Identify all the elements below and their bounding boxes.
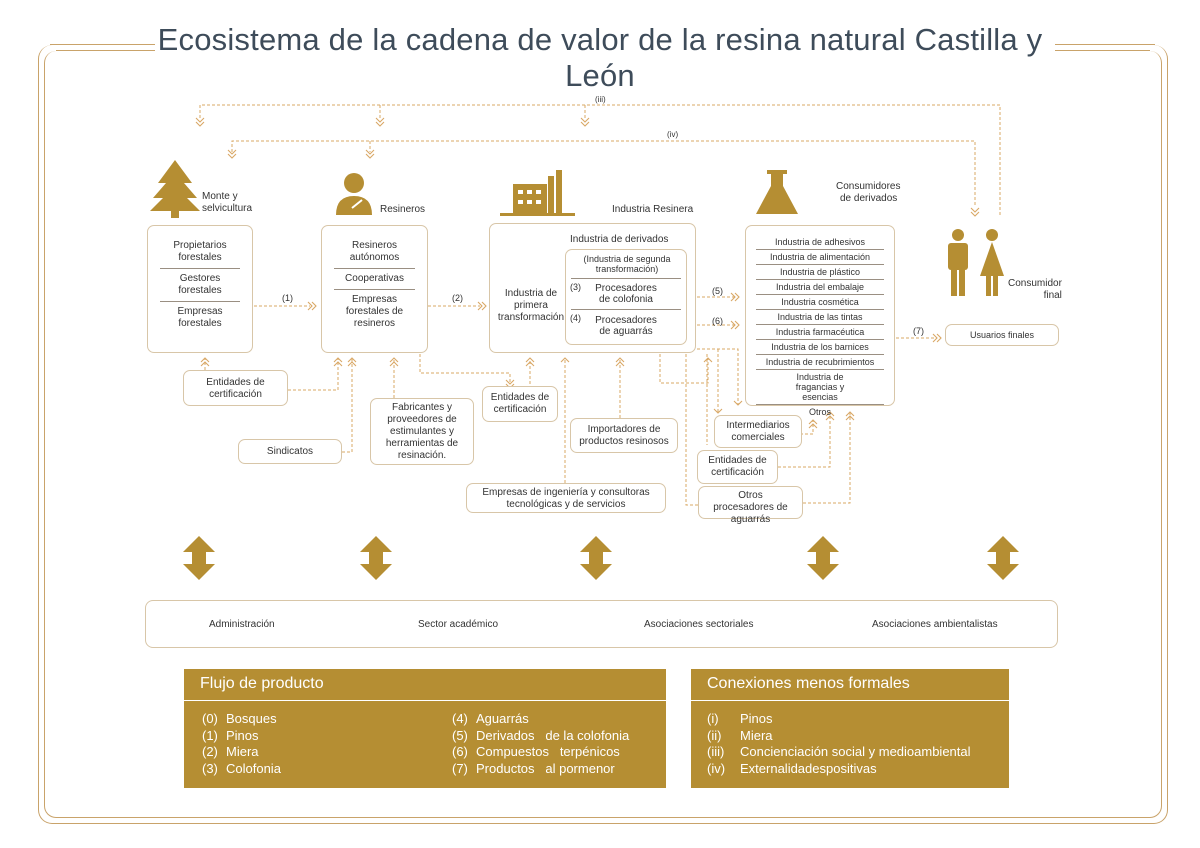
monte-title-line-2: selvicultura xyxy=(202,203,253,214)
stakeholder-asociaciones-ambientalistas: Asociaciones ambientalistas xyxy=(872,619,998,630)
flow-label-1: (1) xyxy=(282,293,293,303)
flask-icon xyxy=(756,170,798,214)
frame-outer xyxy=(38,45,1168,824)
industria-derivados-title: Industria de derivados xyxy=(570,234,669,245)
resineros-box: Resineros autónomos Cooperativas Empresa… xyxy=(321,225,428,353)
consumidores-title: Consumidores de derivados xyxy=(836,181,900,205)
flow-label-4: (4) xyxy=(570,313,581,323)
flow-label-7: (7) xyxy=(913,326,924,336)
otros-procesadores-box: Otros procesadores de aguarrás xyxy=(698,486,803,525)
industria-segunda-box: (Industria de segunda transformación) (3… xyxy=(565,249,687,345)
double-arrow-icon xyxy=(580,536,612,580)
monte-title: Monte y selvicultura xyxy=(202,191,252,215)
consumidor-final-title: Consumidor final xyxy=(1008,278,1062,302)
legend-row: (5)Derivados de la colofonia xyxy=(452,727,630,743)
stakeholders-bar: Administración Sector académico Asociaci… xyxy=(145,600,1058,648)
legend-row: (4)Aguarrás xyxy=(452,711,529,726)
legend-flujo-title: Flujo de producto xyxy=(184,669,666,701)
consumidor-item: Industria de los barnices xyxy=(756,340,884,355)
resineros-item: Resineros autónomos xyxy=(349,240,400,263)
consumidor-final-title-line-1: Consumidor xyxy=(1008,278,1062,289)
fabricantes-box: Fabricantes y proveedores de estimulante… xyxy=(370,398,474,465)
flow-label-iv: (iv) xyxy=(667,130,679,139)
cert3-box: Entidades de certificación xyxy=(697,450,778,484)
tree-icon xyxy=(150,160,200,218)
resineros-item: Empresas forestales de resineros xyxy=(345,294,404,329)
monte-title-line-1: Monte y xyxy=(202,191,238,202)
legend-conexiones: Conexiones menos formales (i)Pinos (ii)M… xyxy=(691,669,1009,788)
cert1-box: Entidades de certificación xyxy=(183,370,288,406)
frame-inner xyxy=(44,51,1162,818)
industria-segunda: (Industria de segunda transformación) xyxy=(583,254,671,274)
monte-item: Propietarios forestales xyxy=(173,240,227,263)
legend-row: (i)Pinos xyxy=(707,711,773,726)
consumidor-item: Industria de fragancias y esencias xyxy=(756,370,884,405)
industria-title: Industria Resinera xyxy=(612,204,694,215)
importadores-box: Importadores de productos resinosos xyxy=(570,418,678,453)
industria-primera: Industria de primera transformación xyxy=(497,288,565,323)
monte-box: Propietarios forestales Gestores foresta… xyxy=(147,225,253,353)
legend-row: (iii)Concienciación social y medioambien… xyxy=(707,744,971,759)
resineros-item: Cooperativas xyxy=(345,273,404,284)
legend-flujo: Flujo de producto (0)Bosques (1)Pinos (2… xyxy=(184,669,666,788)
stakeholder-sector-academico: Sector académico xyxy=(418,619,499,630)
legend-row: (iv)Externalidadespositivas xyxy=(707,760,877,776)
legend-row: (2)Miera xyxy=(202,744,259,759)
flow-label-3: (3) xyxy=(570,282,581,292)
cert2-box: Entidades de certificación xyxy=(482,386,558,422)
double-arrow-icon xyxy=(987,536,1019,580)
person-icon xyxy=(336,173,372,215)
consumidor-item: Industria de adhesivos xyxy=(756,235,884,250)
consumidor-item: Industria cosmética xyxy=(756,295,884,310)
legend-row: (3)Colofonia xyxy=(202,760,281,776)
legend-row: (6)Compuestos terpénicos xyxy=(452,744,620,759)
legend-row: (0)Bosques xyxy=(202,711,277,726)
industria-aguarras: Procesadores de aguarrás xyxy=(595,315,657,337)
factory-icon xyxy=(500,170,575,216)
frame-top-left-a xyxy=(50,44,155,45)
flow-label-iii: (iii) xyxy=(595,95,606,104)
double-arrow-icon xyxy=(807,536,839,580)
consumidor-final-title-line-2: final xyxy=(1043,290,1062,301)
consumidor-item: Otros xyxy=(808,407,831,417)
legend-row: (1)Pinos xyxy=(202,727,259,743)
monte-item: Empresas forestales xyxy=(177,306,223,329)
usuarios-finales-box: Usuarios finales xyxy=(945,324,1059,346)
consumidor-item: Industria farmacéutica xyxy=(756,325,884,340)
people-icon xyxy=(948,229,1004,296)
flow-label-6: (6) xyxy=(712,316,723,326)
consumidor-item: Industria de recubrimientos xyxy=(756,355,884,370)
legend-flujo-col1: (0)Bosques (1)Pinos (2)Miera (3)Colofoni… xyxy=(202,711,281,777)
double-arrow-icon xyxy=(360,536,392,580)
flow-label-2: (2) xyxy=(452,293,463,303)
monte-item: Gestores forestales xyxy=(178,273,222,296)
flow-label-5: (5) xyxy=(712,286,723,296)
consumidores-box: Industria de adhesivos Industria de alim… xyxy=(745,225,895,417)
frame-top-left-b xyxy=(56,50,155,51)
legend-row: (ii)Miera xyxy=(707,727,773,743)
intermediarios-box: Intermediarios comerciales xyxy=(714,415,802,448)
legend-flujo-col2: (4)Aguarrás (5)Derivados de la colofonia… xyxy=(452,711,629,777)
sindicatos-box: Sindicatos xyxy=(238,439,342,464)
ingenieria-box: Empresas de ingeniería y consultoras tec… xyxy=(466,483,666,513)
double-arrow-icon xyxy=(183,536,215,580)
legend-row: (7)Productos al pormenor xyxy=(452,760,615,776)
consumidor-item: Industria de las tintas xyxy=(756,310,884,325)
legend-conexiones-title: Conexiones menos formales xyxy=(691,669,1009,701)
frame-top-right-a xyxy=(1055,44,1155,45)
industria-colofonia: Procesadores de colofonia xyxy=(595,283,657,305)
resineros-title: Resineros xyxy=(380,204,426,215)
consumidor-item: Industria de plástico xyxy=(756,265,884,280)
consumidor-item: Industria de alimentación xyxy=(756,250,884,265)
consumidor-item: Industria del embalaje xyxy=(756,280,884,295)
stakeholder-administracion: Administración xyxy=(209,619,275,630)
page-title: Ecosistema de la cadena de valor de la r… xyxy=(157,22,1043,93)
consumidores-title-line-1: Consumidores xyxy=(836,181,901,192)
frame-top-right-b xyxy=(1055,50,1150,51)
consumidores-title-line-2: de derivados xyxy=(840,193,898,204)
stakeholder-asociaciones-sectoriales: Asociaciones sectoriales xyxy=(644,619,754,630)
